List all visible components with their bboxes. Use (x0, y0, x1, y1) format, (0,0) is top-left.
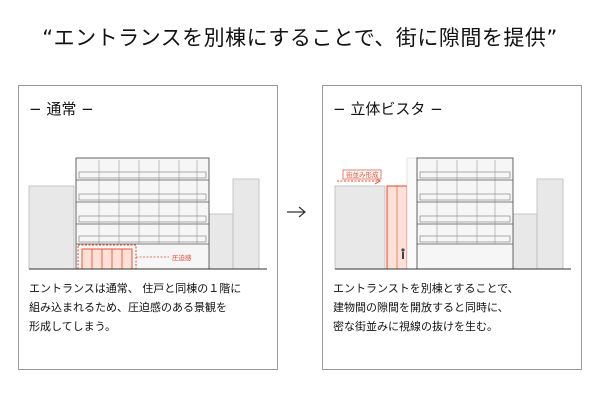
vista-gap (406, 157, 418, 270)
neighbor-building-right (512, 213, 538, 270)
window-mullions (436, 160, 496, 244)
neighbor-building-left (28, 185, 75, 270)
floor-lines (417, 179, 513, 245)
description-line: 形成してしまう。 (29, 320, 117, 333)
person-icon (401, 248, 405, 259)
annotation-streetscape: 街並み形成 (346, 170, 379, 179)
description-line: 密な街並みに視線の抜けを生む。 (333, 320, 498, 333)
neighbor-building-right (208, 213, 234, 270)
description-line: 組み込まれるため、圧迫感のある景観を (29, 301, 227, 314)
panel-vista: − 立体ビスタ − (322, 85, 582, 370)
panel-heading-vista: − 立体ビスタ − (333, 100, 443, 118)
neighbor-building-far-right (536, 178, 564, 270)
neighbor-building-far-right (232, 178, 260, 270)
panel-normal: − 通常 − (18, 85, 278, 370)
description-line: エントランストを別棟とすることで、 (333, 282, 519, 295)
panel-heading-normal: − 通常 − (29, 100, 94, 118)
building-diagram-normal: 圧迫感 (28, 157, 267, 270)
streetscape-label-box (342, 169, 382, 180)
description-normal: エントランスは通常、 住戸と同棟の１階に 組み込まれるため、圧迫感のある景観を … (29, 279, 279, 336)
annotation-oppression: 圧迫感 (172, 253, 192, 262)
neighbor-building-left (334, 185, 386, 270)
right-arrow-icon (287, 206, 306, 218)
description-vista: エントランストを別棟とすることで、 建物間の隙間を開放すると同時に、 密な街並み… (333, 279, 583, 336)
balcony-railings (78, 171, 207, 243)
description-line: 建物間の隙間を開放すると同時に、 (333, 301, 509, 314)
window-mullions (98, 160, 198, 244)
balcony-railings (419, 171, 511, 243)
floor-lines (76, 179, 209, 245)
building-diagram-vista: 街並み形成 (334, 157, 571, 270)
page-title: “エントランスを別棟にすることで、街に隙間を提供” (42, 26, 558, 50)
description-line: エントランスは通常、 住戸と同棟の１階に (29, 282, 242, 295)
main-building (416, 157, 514, 270)
entrance-ground-floor (81, 248, 133, 270)
